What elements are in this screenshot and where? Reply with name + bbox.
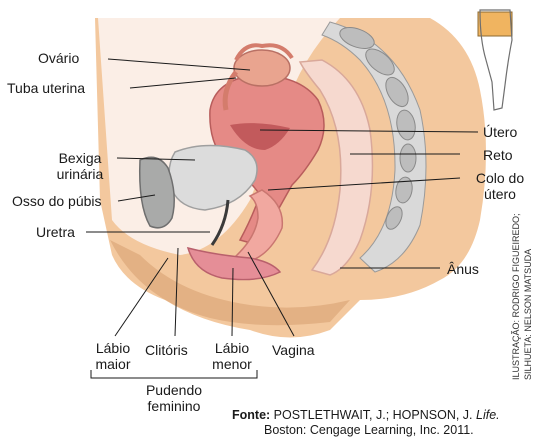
label-bexiga-line2: urinária: [45, 166, 115, 182]
source-credit-title: Life.: [476, 408, 500, 422]
source-credit-line2: Boston: Cengage Learning, Inc. 2011.: [264, 423, 474, 438]
label-labio-maior: Lábio maior: [88, 340, 138, 372]
ovary: [234, 50, 290, 86]
label-labio-menor: Lábio menor: [205, 340, 259, 372]
label-tuba-uterina: Tuba uterina: [7, 80, 85, 96]
label-pudendo-line2: feminino: [136, 398, 212, 414]
label-labio-menor-line1: Lábio: [205, 340, 259, 356]
label-labio-maior-line1: Lábio: [88, 340, 138, 356]
label-pudendo-line1: Pudendo: [136, 382, 212, 398]
label-utero: Útero: [483, 124, 517, 140]
source-credit-authors: POSTLETHWAIT, J.; HOPNSON, J.: [270, 408, 476, 422]
source-credit-line1: Fonte: POSTLETHWAIT, J.; HOPNSON, J. Lif…: [232, 408, 500, 423]
source-credit-label: Fonte:: [232, 408, 270, 422]
label-vagina: Vagina: [272, 342, 315, 358]
label-ovario: Ovário: [38, 50, 79, 66]
illustration-credit-line2: SILHUETA: NELSON MATSUDA: [523, 249, 533, 380]
label-clitoris: Clitóris: [145, 342, 188, 358]
label-colo-utero: Colo do útero: [468, 170, 532, 202]
label-bexiga-urinaria: Bexiga urinária: [45, 150, 115, 182]
label-pudendo-feminino: Pudendo feminino: [136, 382, 212, 414]
label-labio-maior-line2: maior: [88, 356, 138, 372]
label-reto: Reto: [483, 147, 513, 163]
label-uretra: Uretra: [36, 224, 75, 240]
illustration-credit-line1: ILUSTRAÇÃO: RODRIGO FIGUEIREDO;: [511, 213, 521, 380]
label-osso-pubis: Osso do púbis: [12, 193, 102, 209]
label-colo-line2: útero: [468, 186, 532, 202]
label-anus: Ânus: [447, 261, 479, 277]
label-bexiga-line1: Bexiga: [45, 150, 115, 166]
label-labio-menor-line2: menor: [205, 356, 259, 372]
label-colo-line1: Colo do: [468, 170, 532, 186]
locator-silhouette: [478, 10, 512, 110]
